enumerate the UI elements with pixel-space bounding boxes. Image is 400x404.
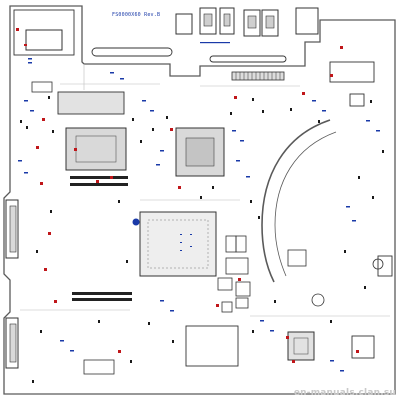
chip-bottom-right xyxy=(351,335,375,359)
chip-left-upper xyxy=(57,91,125,115)
top-port-connectors xyxy=(175,7,319,37)
connector-left-vga-inner xyxy=(9,205,17,253)
connector-top-left xyxy=(13,9,75,56)
top-port-fill xyxy=(203,13,275,29)
chip-left-2 xyxy=(31,81,53,93)
chip-top-right xyxy=(329,61,375,83)
chip-center-bga-core xyxy=(185,137,215,167)
jack-right xyxy=(377,255,393,277)
main-chip-dots xyxy=(180,234,192,251)
blue-components xyxy=(18,42,380,372)
chip-lower-right-inner xyxy=(293,337,309,355)
chips-right-mid xyxy=(217,235,307,313)
chip-bottom-small xyxy=(83,359,115,375)
capacitor-round-1 xyxy=(311,293,325,307)
slot-top-3-pins xyxy=(235,72,281,80)
watermark: en-manuals.clan.su xyxy=(293,388,396,398)
board-outline xyxy=(3,5,396,395)
chip-top-right-2 xyxy=(349,93,365,107)
mark-red-tl xyxy=(16,28,19,31)
board-title: FS0000X60 Rev.B xyxy=(112,12,161,18)
chip-lower-center xyxy=(185,325,239,367)
connector-strips xyxy=(70,176,132,301)
slot-top-1 xyxy=(91,47,173,57)
mark-red-tl2 xyxy=(24,44,27,46)
connector-left-lower-inner xyxy=(9,323,17,363)
board-traces xyxy=(20,64,390,317)
chip-lower-right xyxy=(287,331,315,361)
connector-left-vga xyxy=(5,199,19,259)
chip-main xyxy=(139,211,217,277)
chip-main-core xyxy=(147,219,209,269)
connector-top-left-inner xyxy=(25,29,63,51)
board-arc-cutout xyxy=(261,119,331,283)
via-blue-main xyxy=(132,218,140,226)
slot-top-2 xyxy=(209,55,287,63)
board-arc-inner xyxy=(274,131,337,277)
black-components xyxy=(20,96,384,383)
connector-left-lower xyxy=(5,317,19,369)
red-markers xyxy=(36,46,359,363)
slot-top-3 xyxy=(231,71,285,81)
mark-red-tr xyxy=(330,74,333,77)
